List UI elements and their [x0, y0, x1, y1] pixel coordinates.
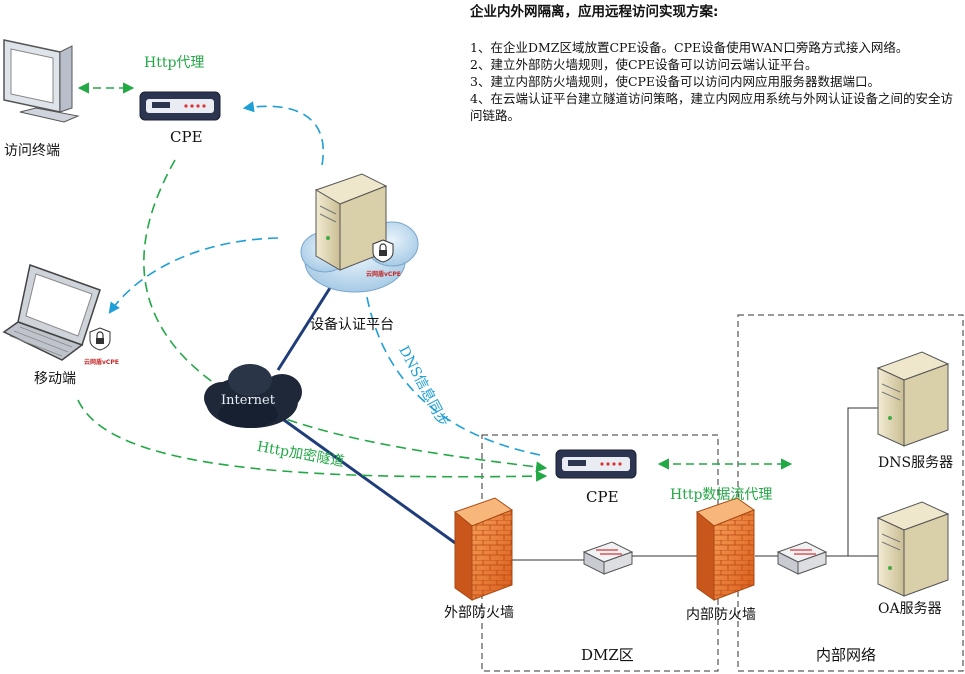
laptop-icon — [2, 264, 101, 361]
flow-platform-cpe-top — [242, 101, 325, 166]
http-data-proxy-label: Http数据流代理 — [670, 487, 773, 503]
mobile-label: 移动端 — [34, 371, 76, 387]
cpe-dmz-label: CPE — [586, 488, 619, 506]
cpe-device-top-icon — [139, 91, 221, 121]
solution-step-1: 1、在企业DMZ区域放置CPE设备。CPE设备使用WAN口旁路方式接入网络。 — [470, 40, 909, 55]
external-firewall-label: 外部防火墙 — [444, 605, 514, 621]
flow-platform-mobile — [108, 237, 279, 314]
svg-text:云网盾vCPE: 云网盾vCPE — [366, 270, 401, 278]
flow-dns-sync — [357, 259, 541, 456]
internal-firewall-label: 内部防火墙 — [686, 607, 756, 623]
flow-cpe-tunnel — [143, 159, 548, 473]
flow-mobile-tunnel — [77, 399, 548, 482]
dmz-zone-label: DMZ区 — [581, 646, 634, 664]
svg-text:云网盾vCPE: 云网盾vCPE — [84, 358, 119, 366]
cpe-device-dmz-icon — [555, 449, 637, 479]
internal-firewall-icon — [695, 497, 756, 601]
internal-network-label: 内部网络 — [816, 646, 877, 664]
dns-server-label: DNS服务器 — [878, 455, 954, 471]
auth-platform-label: 设备认证平台 — [310, 317, 394, 333]
solution-step-3: 3、建立内部防火墙规则，使CPE设备可以访问内网应用服务器数据端口。 — [470, 74, 881, 89]
link-switch2-servers — [825, 407, 880, 557]
access-terminal-label: 访问终端 — [4, 143, 60, 159]
solution-step-2: 2、建立外部防火墙规则，使CPE设备可以访问云端认证平台。 — [470, 57, 818, 72]
desktop-pc-icon — [3, 39, 80, 123]
oa-server-icon — [876, 501, 950, 597]
solution-step-4: 4、在云端认证平台建立隧道访问策略，建立内网应用系统与外网认证设备之间的安全访问… — [470, 91, 953, 123]
link-platform-internet — [276, 279, 337, 371]
internal-network-zone — [737, 314, 964, 672]
vcpe-badge-platform: 云网盾vCPE — [366, 239, 401, 278]
internal-switch-icon — [776, 541, 828, 575]
link-internet-external-firewall — [269, 408, 459, 547]
external-firewall-icon — [453, 497, 514, 601]
dmz-switch-icon — [582, 541, 634, 575]
oa-server-label: OA服务器 — [878, 601, 942, 617]
cpe-top-label: CPE — [170, 128, 203, 146]
solution-description: 企业内外网隔离，应用远程访问实现方案: 1、在企业DMZ区域放置CPE设备。CP… — [470, 4, 955, 124]
internet-label: Internet — [221, 393, 276, 408]
internet-cloud-icon: Internet — [204, 364, 302, 428]
solution-title: 企业内外网隔离，应用远程访问实现方案: — [470, 4, 719, 20]
http-proxy-label: Http代理 — [144, 55, 205, 71]
dns-server-icon — [876, 351, 950, 447]
vcpe-badge-mobile: 云网盾vCPE — [84, 327, 119, 366]
